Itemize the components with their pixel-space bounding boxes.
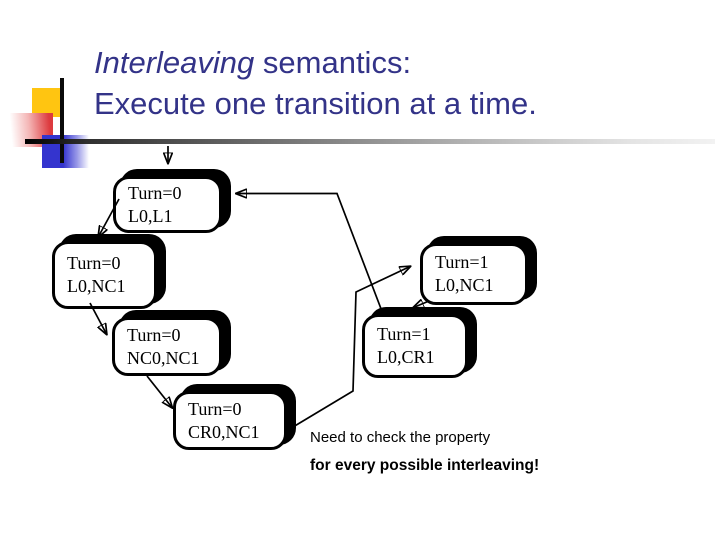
state-node-turn0-nc0nc1: Turn=0 NC0,NC1 bbox=[112, 317, 222, 376]
node-label-line1: Turn=0 bbox=[188, 398, 242, 419]
node-label-line1: Turn=1 bbox=[377, 324, 431, 344]
state-node-turn0-l0nc1: Turn=0 L0,NC1 bbox=[52, 241, 157, 309]
node-label-line1: Turn=0 bbox=[128, 182, 182, 203]
decor-yellow-square bbox=[32, 88, 62, 117]
state-node-turn0-cr0nc1: Turn=0 CR0,NC1 bbox=[173, 391, 287, 450]
title-line2: Execute one transition at a time. bbox=[94, 86, 537, 121]
state-node-turn0-l0l1: Turn=0 L0,L1 bbox=[113, 176, 222, 233]
title-line1-italic: Interleaving bbox=[94, 45, 255, 80]
node-label-line1: Turn=0 bbox=[127, 324, 181, 345]
title-line1-rest: semantics: bbox=[254, 45, 412, 80]
node-label-line2: CR0,NC1 bbox=[188, 421, 260, 442]
state-node-turn1-l0cr1: Turn=1 L0,CR1 bbox=[362, 314, 468, 378]
node-label-line1: Turn=1 bbox=[435, 252, 489, 272]
title-line1: Interleaving semantics: bbox=[94, 42, 694, 83]
decor-vertical-line bbox=[60, 78, 64, 163]
node-label-line2: L0,NC1 bbox=[67, 276, 126, 296]
node-label-line2: NC0,NC1 bbox=[127, 347, 200, 368]
note-line2: for every possible interleaving! bbox=[310, 457, 540, 474]
node-label-line2: L0,NC1 bbox=[435, 275, 494, 295]
edge-nc0nc1-to-cr0nc1 bbox=[146, 375, 172, 408]
edge-l0cr1-to-l0l1 bbox=[237, 194, 384, 315]
title-rule-gradient bbox=[25, 139, 715, 144]
node-label-line2: L0,L1 bbox=[128, 205, 173, 226]
node-label-line2: L0,CR1 bbox=[377, 347, 435, 367]
slide-title: Interleaving semantics: Execute one tran… bbox=[94, 42, 694, 124]
note-line1: Need to check the property bbox=[310, 429, 491, 446]
node-label-line1: Turn=0 bbox=[67, 253, 121, 273]
state-node-turn1-l0nc1: Turn=1 L0,NC1 bbox=[420, 243, 528, 305]
